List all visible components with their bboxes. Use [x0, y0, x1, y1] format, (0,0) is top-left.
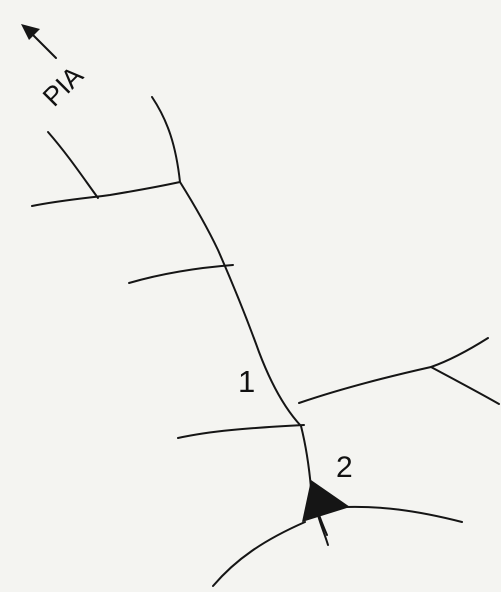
marker-2: 2	[336, 451, 353, 484]
marker-1: 1	[238, 364, 255, 399]
